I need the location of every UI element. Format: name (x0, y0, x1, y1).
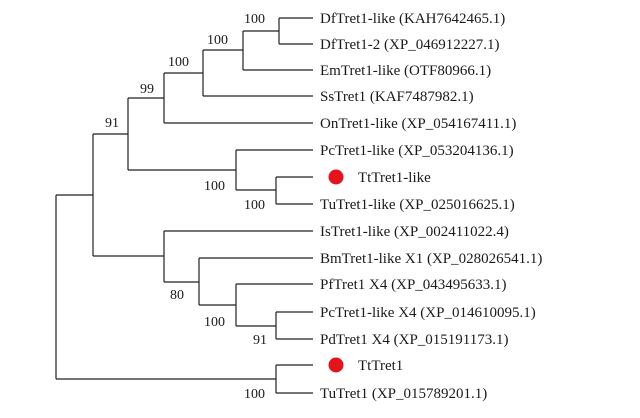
support-value: 80 (170, 288, 184, 303)
branch (278, 17, 313, 45)
taxon-label: TtTret1 (358, 358, 403, 374)
support-value: 100 (168, 55, 189, 70)
branch (242, 30, 313, 71)
taxon-label: PcTret1-like (XP_053204136.1) (320, 143, 514, 159)
taxon-label: PcTret1-like X4 (XP_014610095.1) (320, 305, 536, 321)
taxon-label: PdTret1 X4 (XP_015191173.1) (320, 332, 509, 348)
branch (235, 283, 313, 327)
taxon-label: TuTret1-like (XP_025016625.1) (320, 197, 515, 213)
taxon-label: OnTret1-like (XP_054167411.1) (320, 116, 516, 132)
branch (202, 49, 313, 97)
branch (127, 97, 236, 171)
branch (163, 230, 313, 283)
highlight-marker-dot (328, 169, 344, 185)
branch (275, 176, 313, 205)
taxon-labels: DfTret1-like (KAH7642465.1) DfTret1-2 (X… (320, 11, 542, 402)
tree-branches (55, 17, 313, 394)
taxon-label: SsTret1 (KAF7487982.1) (320, 89, 474, 105)
branch (275, 311, 313, 340)
support-value: 91 (105, 116, 119, 131)
support-values: 100 100 100 99 91 100 100 91 100 80 80 1… (105, 12, 267, 402)
branch (198, 257, 313, 306)
branch (275, 364, 313, 394)
taxon-label: DfTret1-like (KAH7642465.1) (320, 11, 505, 27)
branch (55, 194, 276, 380)
taxon-label: IsTret1-like (XP_002411022.4) (320, 224, 509, 240)
branch (163, 72, 313, 124)
support-value: 100 (244, 12, 265, 27)
support-value: 99 (140, 82, 154, 97)
highlight-marker-dot (328, 357, 344, 373)
taxon-label: TuTret1 (XP_015789201.1) (320, 386, 487, 402)
support-value: 100 (204, 179, 225, 194)
support-value: 100 (204, 315, 225, 330)
branch (235, 149, 313, 191)
taxon-label: TtTret1-like (358, 170, 431, 186)
support-value: 100 (244, 198, 265, 213)
taxon-label: EmTret1-like (OTF80966.1) (320, 63, 491, 79)
taxon-label: DfTret1-2 (XP_046912227.1) (320, 37, 499, 53)
support-value: 100 (244, 387, 265, 402)
support-value: 91 (253, 333, 267, 348)
taxon-label: PfTret1 X4 (XP_043495633.1) (320, 277, 507, 293)
support-value: 100 (207, 33, 228, 48)
taxon-label: BmTret1-like X1 (XP_028026541.1) (320, 251, 542, 267)
